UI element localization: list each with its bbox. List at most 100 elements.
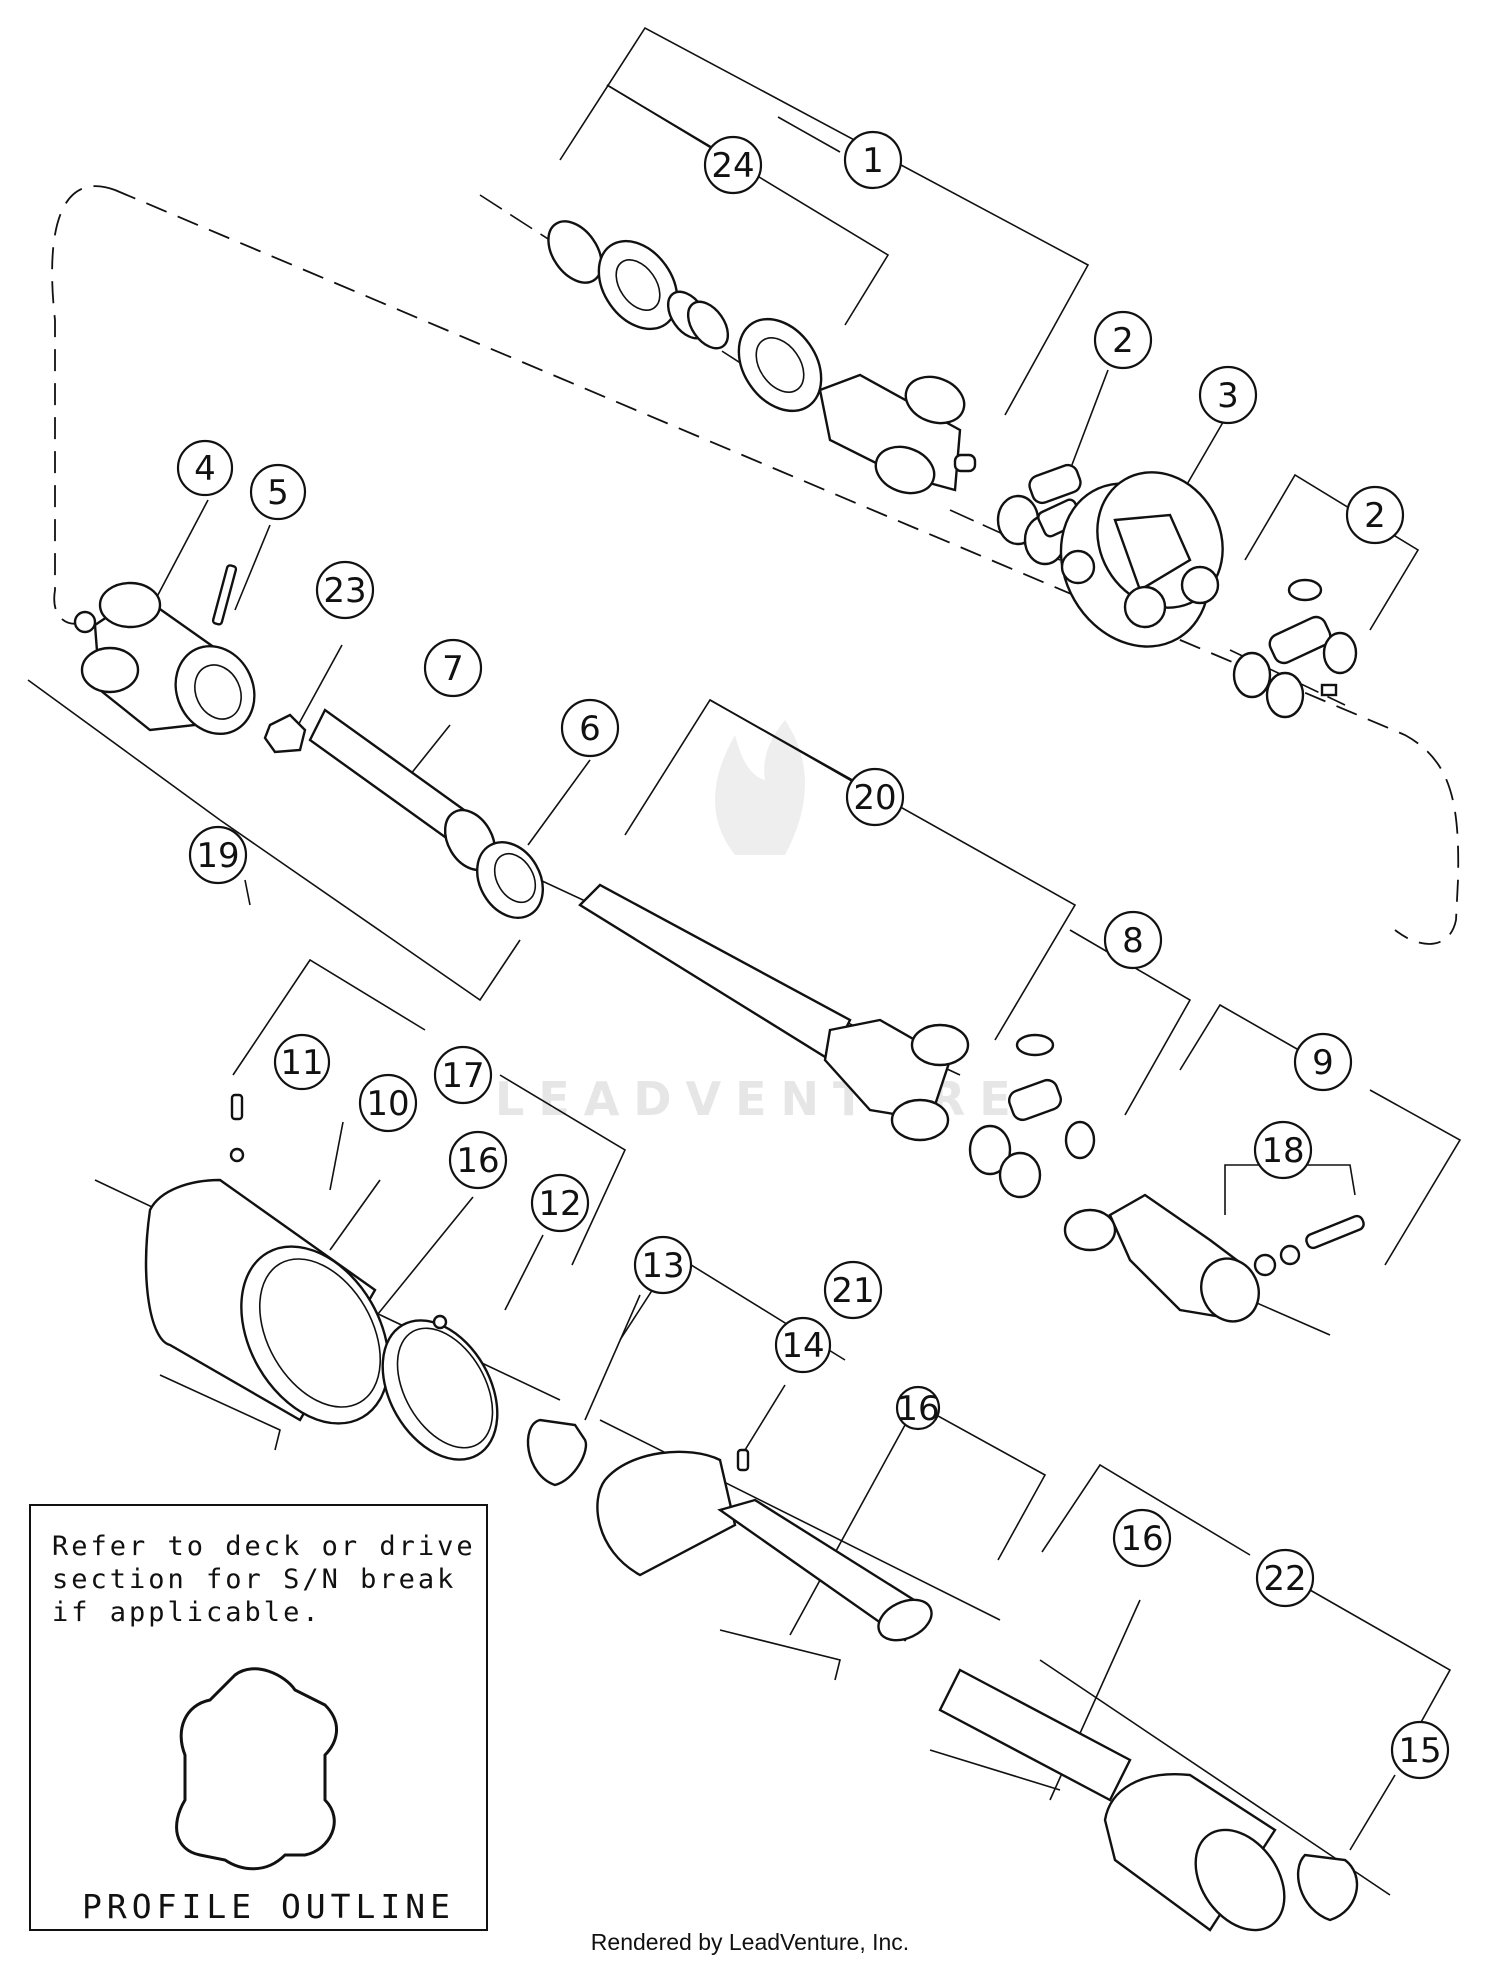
callout-12: 12 <box>530 1173 590 1233</box>
callout-19: 19 <box>188 825 248 885</box>
callout-label: 21 <box>831 1271 874 1311</box>
callout-circle <box>845 767 905 827</box>
callout-label: 18 <box>1261 1131 1304 1171</box>
outer-shield-cone <box>144 1178 390 1425</box>
parts <box>73 220 1365 1932</box>
inner-shield-cone <box>938 1668 1286 1932</box>
callout-label: 24 <box>711 146 754 186</box>
callout-label: 10 <box>366 1084 409 1124</box>
callout-label: 15 <box>1398 1731 1441 1771</box>
outer-yoke <box>818 373 977 495</box>
callout-7: 7 <box>423 638 483 698</box>
inner-yoke <box>73 581 256 736</box>
callout-16a: 16 <box>448 1130 508 1190</box>
cv-body <box>1059 471 1224 648</box>
callout-label: 23 <box>323 571 366 611</box>
note-line-3: if applicable. <box>52 1597 322 1628</box>
callout-circle <box>1198 365 1258 425</box>
callout-circle <box>1345 485 1405 545</box>
note-line-2: section for S/N break <box>52 1564 456 1595</box>
shield-bearing-ring <box>381 1314 499 1461</box>
clip <box>526 1418 588 1487</box>
callout-21: 21 <box>823 1260 883 1320</box>
callout-24: 24 <box>703 135 763 195</box>
callout-10: 10 <box>358 1073 418 1133</box>
callout-circle <box>249 463 307 521</box>
note-line-1: Refer to deck or drive <box>52 1531 476 1562</box>
callout-circle <box>1253 1120 1313 1180</box>
callout-9: 9 <box>1293 1032 1353 1092</box>
callout-label: 1 <box>862 141 884 181</box>
callout-label: 16 <box>1120 1519 1163 1559</box>
callout-circle <box>1093 310 1153 370</box>
callout-4: 4 <box>176 439 234 497</box>
shield-bearing-kit <box>547 220 823 413</box>
callout-circle <box>633 1235 693 1295</box>
screw-2 <box>736 1448 750 1472</box>
slide-lock <box>263 713 307 754</box>
callout-1: 1 <box>843 130 903 190</box>
callout-circle <box>315 560 375 620</box>
bolt-nut <box>1253 1214 1365 1277</box>
callout-label: 8 <box>1122 921 1144 961</box>
callout-label: 12 <box>538 1184 581 1224</box>
screw <box>229 1093 245 1163</box>
callout-circle <box>188 825 248 885</box>
inner-profile-tube <box>308 708 497 872</box>
callout-6: 6 <box>560 698 620 758</box>
callout-2b: 2 <box>1345 485 1405 545</box>
callout-label: 6 <box>579 709 601 749</box>
clip-2 <box>1296 1853 1359 1922</box>
callout-circle <box>273 1033 331 1091</box>
callout-label: 14 <box>781 1326 824 1366</box>
callout-label: 9 <box>1312 1043 1334 1083</box>
callout-14: 14 <box>774 1316 832 1374</box>
callout-circle <box>774 1316 832 1374</box>
callout-label: 5 <box>267 473 289 513</box>
callout-label: 22 <box>1263 1559 1306 1599</box>
cross-bearing-2 <box>1232 578 1358 719</box>
callout-17: 17 <box>433 1045 493 1105</box>
pin <box>211 564 238 626</box>
callout-3: 3 <box>1198 365 1258 425</box>
callout-2a: 2 <box>1093 310 1153 370</box>
outer-yoke-tube <box>578 883 970 1142</box>
callout-label: 17 <box>441 1056 484 1096</box>
profile-outline-shape <box>175 1667 339 1871</box>
callout-label: 2 <box>1112 321 1134 361</box>
note-box: Refer to deck or drive section for S/N b… <box>29 1504 488 1931</box>
callout-circle <box>703 135 763 195</box>
callout-13: 13 <box>633 1235 693 1295</box>
callout-circle <box>1103 910 1163 970</box>
bearing-ring <box>476 841 544 919</box>
profile-label: PROFILE OUTLINE <box>82 1887 455 1926</box>
callout-16b: 16 <box>895 1385 941 1431</box>
callout-18: 18 <box>1253 1120 1313 1180</box>
callout-23: 23 <box>315 560 375 620</box>
callout-20: 20 <box>845 767 905 827</box>
quick-disconnect-yoke <box>1063 1193 1260 1323</box>
callout-circle <box>176 439 234 497</box>
callout-label: 16 <box>896 1389 939 1429</box>
callout-label: 3 <box>1217 376 1239 416</box>
callout-circle <box>560 698 620 758</box>
callout-15: 15 <box>1390 1720 1450 1780</box>
inner-shield <box>596 1450 933 1642</box>
callout-label: 11 <box>280 1043 323 1083</box>
callout-16c: 16 <box>1112 1508 1172 1568</box>
callout-label: 20 <box>853 778 896 818</box>
safety-chains <box>159 1374 1061 1791</box>
callout-circle <box>433 1045 493 1105</box>
callout-circle <box>530 1173 590 1233</box>
callout-22: 22 <box>1255 1548 1315 1608</box>
callout-8: 8 <box>1103 910 1163 970</box>
callout-circle <box>423 638 483 698</box>
callout-5: 5 <box>249 463 307 521</box>
callout-circle <box>895 1385 941 1431</box>
callout-circle <box>843 130 903 190</box>
callout-circle <box>1255 1548 1315 1608</box>
callout-label: 19 <box>196 836 239 876</box>
callout-circle <box>1293 1032 1353 1092</box>
callout-circle <box>448 1130 508 1190</box>
